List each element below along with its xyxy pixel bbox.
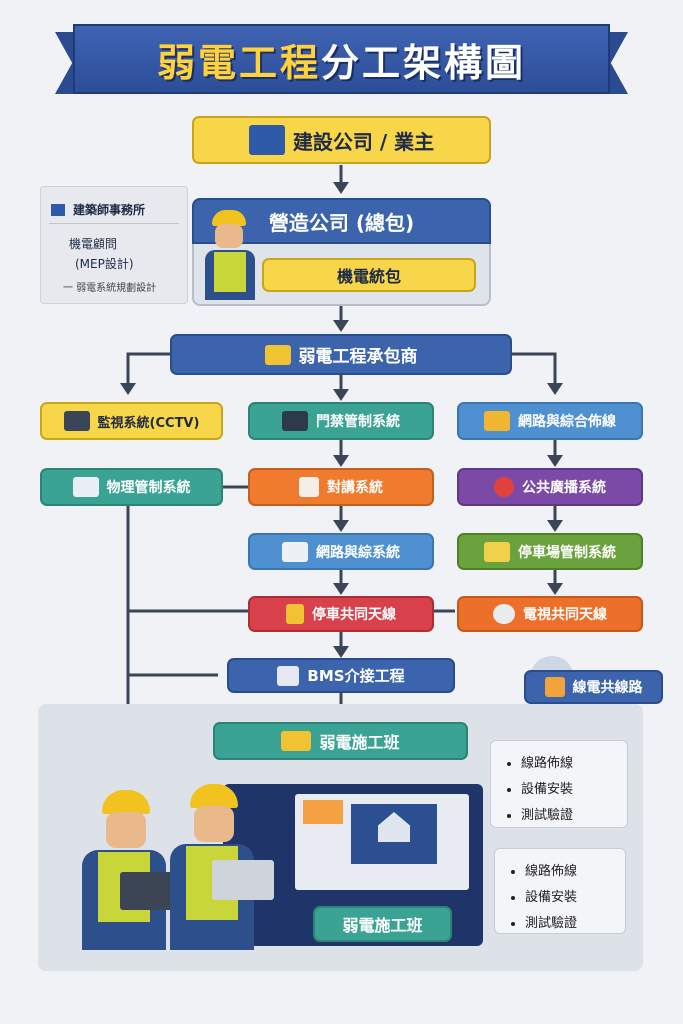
subcontractor-label: 弱電工程承包商 (298, 347, 418, 367)
cable-label: 線電共線路 (572, 680, 643, 696)
access-label: 門禁管制系統 (316, 414, 400, 430)
building-icon (248, 125, 285, 155)
title-part2: 分工架構圖 (321, 40, 527, 85)
cctv-label: 監視系統(CCTV) (97, 415, 200, 431)
mgmt-box: 物理管制系統 (40, 468, 223, 506)
task-item: 設備安裝 (521, 778, 627, 797)
netsec-label: 網路與綜系統 (316, 544, 400, 561)
parking-label: 停車場管制系統 (518, 544, 616, 561)
speaker-icon (494, 477, 514, 497)
owner-box: 建設公司 / 業主 (192, 116, 491, 164)
monitor-icon (277, 665, 300, 686)
pa-label: 公共廣播系統 (522, 480, 606, 496)
intercom-icon (299, 477, 319, 497)
team-icon (281, 731, 312, 751)
access-box: 門禁管制系統 (248, 402, 434, 440)
tv-label: 電視共同天線 (523, 607, 607, 623)
crew-top-label: 弱電施工班 (319, 733, 400, 752)
mep-box: 機電統包 (262, 258, 476, 292)
task-item: 線路佈線 (525, 860, 625, 879)
antenna-label: 停車共同天線 (312, 607, 396, 623)
planning-label: 一 弱電系統規劃設計 (63, 283, 157, 294)
task-item: 設備安裝 (525, 886, 625, 905)
architect-label: 建築師事務所 (73, 203, 146, 217)
task-item: 線路佈線 (521, 752, 627, 771)
owner-label: 建設公司 / 業主 (292, 129, 435, 154)
satellite-icon (493, 604, 515, 624)
tasks-list-2: 線路佈線 設備安裝 測試驗證 (494, 848, 626, 934)
office-icon (51, 203, 65, 216)
intercom-box: 對講系統 (248, 468, 434, 506)
mep-design-label: (MEP設計) (75, 257, 134, 271)
cloud-icon (72, 477, 99, 497)
title-part1: 弱電工程 (156, 40, 321, 85)
bms-box: BMS介接工程 (227, 658, 455, 693)
crew-bottom-label: 弱電施工班 (342, 916, 423, 935)
tv-box: 電視共同天線 (457, 596, 643, 632)
network-label: 網路與綜合佈線 (518, 414, 616, 430)
crew-top-box: 弱電施工班 (213, 722, 468, 760)
tasks-list-1: 線路佈線 設備安裝 測試驗證 (490, 740, 628, 828)
task-item: 測試驗證 (521, 804, 627, 823)
network-box: 網路與綜合佈線 (457, 402, 643, 440)
barrier-icon (484, 541, 510, 562)
gc-label: 營造公司 (總包) (268, 210, 415, 235)
intercom-label: 對講系統 (327, 480, 383, 496)
cctv-icon (63, 411, 90, 431)
bms-label: BMS介接工程 (307, 667, 405, 685)
consultant-label: 機電顧問 (69, 237, 118, 251)
title-banner: 弱電工程 分工架構圖 (55, 24, 628, 102)
mgmt-label: 物理管制系統 (106, 480, 191, 496)
antenna-icon (286, 604, 304, 624)
parking-box: 停車場管制系統 (457, 533, 643, 570)
design-note-panel: 建築師事務所 機電顧問 (MEP設計) 一 弱電系統規劃設計 (40, 186, 188, 304)
crew-bottom-box: 弱電施工班 (313, 906, 452, 942)
camera-icon (264, 344, 291, 365)
mep-label: 機電統包 (336, 267, 401, 286)
netsec-box: 網路與綜系統 (248, 533, 434, 570)
task-item: 測試驗證 (525, 912, 625, 931)
server-icon (282, 541, 308, 562)
pa-box: 公共廣播系統 (457, 468, 643, 506)
cctv-box: 監視系統(CCTV) (40, 402, 223, 440)
keypad-icon (282, 411, 308, 431)
workers-illustration (72, 784, 274, 952)
cable-icon (544, 677, 565, 697)
antenna-box: 停車共同天線 (248, 596, 434, 632)
subcontractor-box: 弱電工程承包商 (170, 334, 512, 375)
switch-icon (484, 411, 510, 431)
cable-box: 線電共線路 (524, 670, 663, 704)
worker-icon (200, 210, 260, 302)
